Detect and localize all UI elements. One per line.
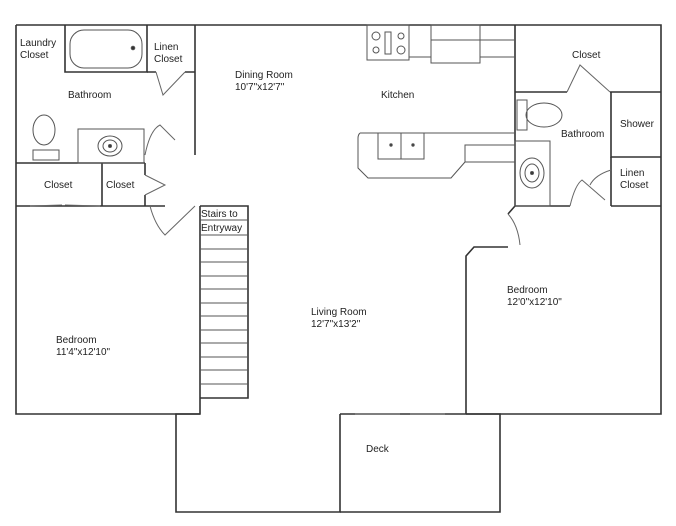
- deck-wall: [340, 413, 501, 513]
- bathtub: [69, 29, 143, 69]
- linen-closet-right-label: Linen Closet: [620, 168, 648, 192]
- door-bath-left: [144, 124, 176, 156]
- linen-closet-left-label: Linen Closet: [154, 42, 182, 66]
- linen-closet-left-name2: Closet: [154, 54, 183, 65]
- door-linen-right: [589, 169, 612, 186]
- stairs-outline: [200, 205, 249, 399]
- bedroom-right-dims: 12'0"x12'10": [507, 297, 562, 308]
- linen-closet-right-name: Linen: [620, 168, 645, 179]
- wall-living-bottom: [175, 413, 341, 513]
- bedroom-left-label: Bedroom 11'4"x12'10": [56, 335, 110, 359]
- kitchen-label: Kitchen: [381, 90, 415, 101]
- bedroom-right-label: Bedroom 12'0"x12'10": [507, 285, 562, 309]
- bathroom-left-label: Bathroom: [68, 90, 112, 101]
- wall-right-bedroom: [466, 206, 662, 415]
- stairs-name: Stairs to: [201, 209, 238, 220]
- closet-left-2-label: Closet: [106, 180, 135, 191]
- living-room-label: Living Room 12'7"x13'2": [311, 307, 367, 331]
- stove: [366, 24, 410, 61]
- door-closet-right: [566, 64, 611, 93]
- door-bedroom-left: [149, 205, 196, 236]
- door-bedroom-right: [507, 213, 521, 246]
- stairs-name2: Entryway: [201, 223, 243, 234]
- wall-left: [15, 25, 201, 415]
- living-room-name: Living Room: [311, 307, 367, 318]
- counter-top: [408, 25, 515, 58]
- shower-label: Shower: [620, 119, 654, 130]
- dining-room-label: Dining Room 10'7"x12'7": [235, 70, 293, 94]
- closet-left-1-label: Closet: [44, 180, 73, 191]
- linen-closet-right-name2: Closet: [620, 180, 649, 191]
- bedroom-right-name: Bedroom: [507, 285, 548, 296]
- toilet-left: [32, 114, 56, 146]
- bedroom-left-name: Bedroom: [56, 335, 97, 346]
- bathroom-right-label: Bathroom: [561, 129, 605, 140]
- kitchen-island: [357, 132, 515, 179]
- dining-room-name: Dining Room: [235, 70, 293, 81]
- linen-closet-left-name: Linen: [154, 42, 179, 53]
- wall-right-block-left: [507, 25, 516, 215]
- laundry-closet-name2: Closet: [20, 50, 49, 61]
- bedroom-left-dims: 11'4"x12'10": [56, 347, 111, 358]
- laundry-closet-name: Laundry: [20, 38, 57, 49]
- stairs-label: Stairs to Entryway: [201, 209, 242, 235]
- toilet-right: [516, 99, 528, 131]
- door-closet-bed-left: [29, 204, 101, 207]
- living-room-dims: 12'7"x13'2": [311, 319, 361, 330]
- laundry-closet-label: Laundry Closet: [20, 38, 56, 62]
- wall-right-bedroom-left: [465, 246, 508, 414]
- closet-right-label: Closet: [572, 50, 601, 61]
- sink-left: [77, 128, 145, 164]
- door-linen-left: [155, 71, 186, 96]
- door-closet-left: [144, 174, 167, 196]
- door-bath-right: [569, 179, 606, 207]
- wall-tub: [64, 25, 148, 73]
- fridge: [430, 24, 481, 64]
- outer-wall: [16, 24, 662, 206]
- dining-room-dims: 10'7"x12'7": [235, 82, 285, 93]
- deck-label: Deck: [366, 444, 389, 455]
- sink-right: [514, 140, 551, 207]
